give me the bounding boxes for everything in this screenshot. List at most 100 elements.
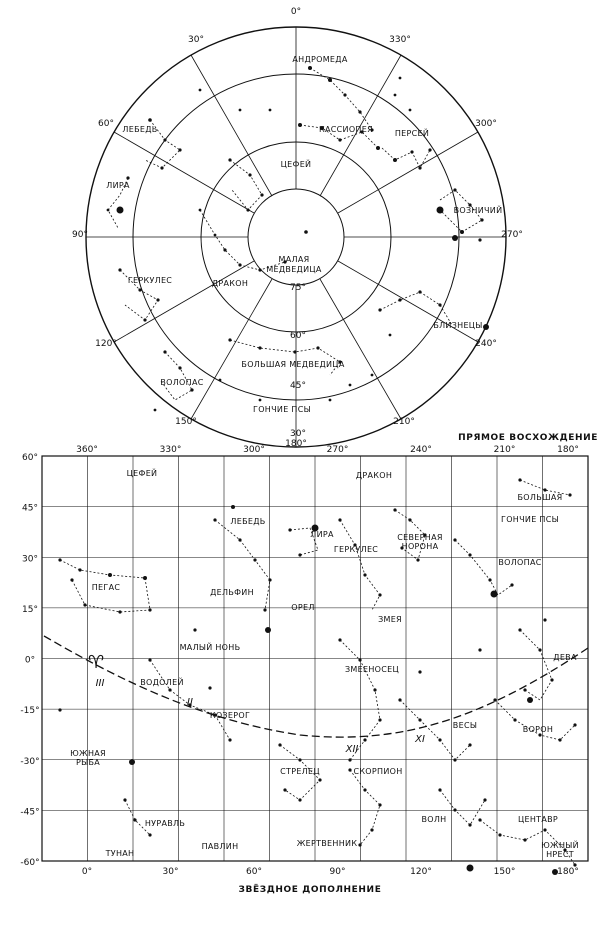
header-caption: ПРЯМОЕ ВОСХОЖДЕНИЕ xyxy=(458,433,598,443)
ecliptic-mark: II xyxy=(187,697,193,708)
ecliptic-mark: XI xyxy=(414,734,425,745)
sidereal-label: 90° xyxy=(330,867,346,877)
ra-label: 180° xyxy=(557,445,579,455)
polar-constellation-name: ЛИРА xyxy=(106,181,130,190)
star xyxy=(466,864,474,872)
ra-label: 330° xyxy=(160,445,182,455)
constellation-name: СКОРПИОН xyxy=(353,767,402,776)
star xyxy=(83,603,87,607)
footer-caption: ЗВЁЗДНОЕ ДОПОЛНЕНИЕ xyxy=(239,884,382,895)
polar-ra-label: 300° xyxy=(475,119,497,129)
star xyxy=(348,383,352,387)
dec-label: -30° xyxy=(20,757,39,767)
constellation-name: ЛЕБЕДЬ xyxy=(230,517,265,526)
star xyxy=(358,843,362,847)
constellation-name: ЦЕНТАВР xyxy=(518,815,558,824)
constellation-name: ЗМЕЯ xyxy=(378,615,402,624)
constellation-name: КОЗЕРОГ xyxy=(210,711,250,720)
polar-dec-labels: 75°60°45°30° xyxy=(290,283,306,439)
star xyxy=(398,76,402,80)
star xyxy=(328,398,332,402)
star xyxy=(428,148,432,152)
star xyxy=(268,108,272,112)
polar-constellation-name: БЛИЗНЕЦЫ xyxy=(433,321,482,330)
star xyxy=(126,176,130,180)
star xyxy=(423,533,427,537)
constellation-name: НУРАВЛЬ xyxy=(145,819,185,828)
polar-dec-label: 30° xyxy=(290,429,306,439)
sidereal-label: 30° xyxy=(163,867,179,877)
star xyxy=(218,378,222,382)
star xyxy=(478,648,482,652)
dec-label: 45° xyxy=(22,504,38,514)
ra-label: 210° xyxy=(494,445,516,455)
constellation-name: ВОЛН xyxy=(421,815,446,824)
constellation-name: СТРЕЛЕЦ xyxy=(280,767,320,776)
star xyxy=(118,610,122,614)
constellation-name: ГЕРКУЛЕС xyxy=(334,545,378,554)
star xyxy=(143,576,147,580)
polar-constellation-name: ВОЗНИЧИЙ xyxy=(454,204,503,215)
star xyxy=(283,260,287,264)
constellation-name: ВОЛОПАС xyxy=(498,558,541,567)
polar-ra-label: 150° xyxy=(175,417,197,427)
polar-dec-label: 75° xyxy=(290,283,306,293)
star xyxy=(293,350,297,354)
polar-ra-label: 240° xyxy=(475,339,497,349)
sidereal-label: 150° xyxy=(494,867,516,877)
sidereal-label: 180° xyxy=(557,867,579,877)
star xyxy=(370,373,374,377)
constellation-name: ВОДОЛЕЙ xyxy=(140,676,184,687)
star xyxy=(527,697,533,703)
ecliptic-mark: XII xyxy=(345,744,359,755)
polar-ra-label: 330° xyxy=(389,35,411,45)
star xyxy=(418,166,422,170)
star xyxy=(193,628,197,632)
polar-star-chart: 0°30°60°90°120°150°180°210°240°270°300°3… xyxy=(72,7,523,449)
constellation-name: ЗМЕЕНОСЕЦ xyxy=(345,665,399,674)
ecliptic-line xyxy=(43,635,589,738)
star xyxy=(478,238,482,242)
polar-constellation-name: КАССИОПЕЯ xyxy=(319,125,373,134)
star xyxy=(523,838,527,842)
polar-constellation-name: ПЕРСЕЙ xyxy=(395,127,429,138)
equatorial-star-chart: ПРЯМОЕ ВОСХОЖДЕНИЕ 360°330°300°270°240°2… xyxy=(20,433,598,895)
star xyxy=(208,686,212,690)
star xyxy=(510,583,514,587)
constellation-name: ДЕЛЬФИН xyxy=(210,588,254,597)
star xyxy=(483,798,487,802)
dec-label: 60° xyxy=(22,453,38,463)
dec-label: 30° xyxy=(22,554,38,564)
star xyxy=(398,298,402,302)
polar-ra-label: 0° xyxy=(291,7,301,17)
polar-ra-label: 270° xyxy=(501,230,523,240)
constellation-name: ТУНАН xyxy=(105,849,135,858)
polar-ra-label: 120° xyxy=(95,339,117,349)
ra-axis-labels: 360°330°300°270°240°210°180° xyxy=(76,445,579,455)
constellation-name: МАЛЫЙ НОНЬ xyxy=(180,641,241,652)
constellation-name: ОРЕЛ xyxy=(291,603,314,612)
polar-constellation-name: ГОНЧИЕ ПСЫ xyxy=(253,405,311,414)
polar-ra-label: 90° xyxy=(72,230,88,240)
star xyxy=(408,108,412,112)
sidereal-label: 0° xyxy=(82,867,92,877)
sidereal-label: 120° xyxy=(410,867,432,877)
star xyxy=(231,505,235,509)
star xyxy=(129,759,135,765)
constellation-name: ГОНЧИЕ ПСЫ xyxy=(501,515,559,524)
ra-label: 270° xyxy=(327,445,349,455)
constellation-name: ВЕСЫ xyxy=(453,721,477,730)
constellation-name: ЛИРА xyxy=(310,530,334,539)
aries-symbol: ♈ xyxy=(88,652,104,673)
star xyxy=(543,618,547,622)
star xyxy=(198,88,202,92)
star xyxy=(418,670,422,674)
star xyxy=(573,723,577,727)
